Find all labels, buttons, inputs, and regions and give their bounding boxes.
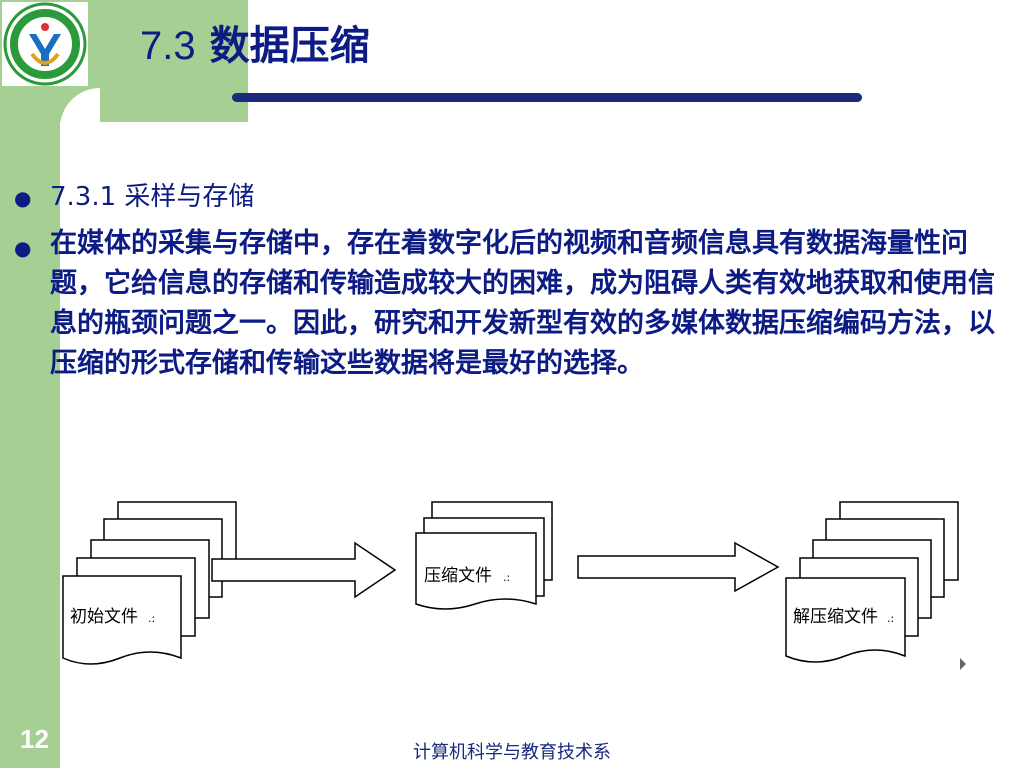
title-underline xyxy=(232,93,862,102)
original-file-document xyxy=(62,575,182,665)
page-number: 12 xyxy=(20,724,49,754)
arrow-right xyxy=(211,541,397,599)
title-text: 数据压缩 xyxy=(209,23,370,69)
paragraph-mark: .: xyxy=(503,571,510,584)
original-file-label: 初始文件 xyxy=(70,607,138,627)
compression-flow-diagram: 初始文件 .: 压缩文件 .: 解压缩文件 .: xyxy=(62,501,966,670)
university-logo xyxy=(2,2,88,86)
paragraph-mark: .: xyxy=(148,612,155,625)
slide-title: 7.3 数据压缩 xyxy=(140,26,370,66)
title-number: 7.3 xyxy=(140,24,196,68)
compressed-file-label: 压缩文件 xyxy=(424,566,492,586)
bullet-paragraph: 在媒体的采集与存储中，存在着数字化后的视频和音频信息具有数据海量性问题，它给信息… xyxy=(50,228,995,379)
decompressed-file-label: 解压缩文件 xyxy=(793,607,878,627)
arrow-right xyxy=(577,541,780,593)
end-marker-icon xyxy=(960,658,966,670)
green-side-band xyxy=(0,0,60,768)
decompressed-file-document xyxy=(785,577,906,663)
bullet-dot: ● xyxy=(14,186,32,210)
university-seal-icon xyxy=(3,2,87,86)
bullet-dot: ● xyxy=(14,236,32,260)
footer-department: 计算机科学与教育技术系 xyxy=(413,742,611,763)
compressed-file-document xyxy=(415,532,537,610)
bullet-subsection-heading: 7.3.1 采样与存储 xyxy=(50,182,255,212)
paragraph-mark: .: xyxy=(887,612,894,625)
